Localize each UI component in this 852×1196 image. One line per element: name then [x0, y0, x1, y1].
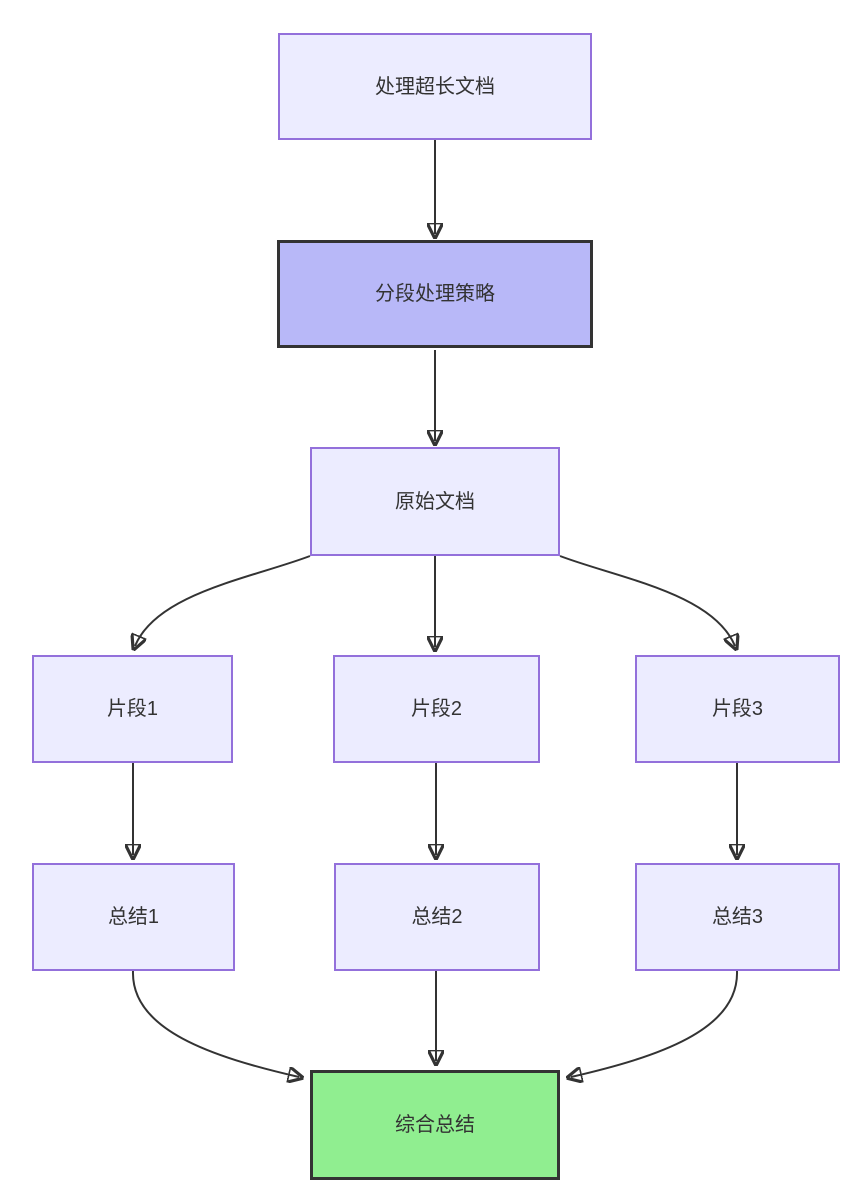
node-segment-1: 片段1	[32, 655, 233, 763]
edge-summary1-to-final	[131, 970, 299, 1077]
node-summary-3-label: 总结3	[711, 906, 764, 928]
node-original-document: 原始文档	[310, 447, 560, 556]
node-summary-2: 总结2	[334, 863, 540, 971]
node-segment-3: 片段3	[635, 655, 840, 763]
node-segmentation-strategy: 分段处理策略	[277, 240, 593, 348]
node-process-long-document-label: 处理超长文档	[375, 75, 495, 98]
node-segment-2-label: 片段2	[410, 698, 463, 720]
node-process-long-document: 处理超长文档	[278, 33, 592, 140]
node-segmentation-strategy-label: 分段处理策略	[375, 283, 495, 305]
edge-doc-to-segment3	[559, 555, 735, 646]
node-original-document-label: 原始文档	[395, 490, 475, 513]
node-segment-3-label: 片段3	[711, 698, 764, 720]
node-final-summary: 综合总结	[310, 1070, 560, 1180]
node-final-summary-label: 综合总结	[395, 1114, 475, 1136]
node-segment-2: 片段2	[333, 655, 540, 763]
node-summary-2-label: 总结2	[411, 906, 463, 928]
node-summary-3: 总结3	[635, 863, 840, 971]
node-summary-1: 总结1	[32, 863, 235, 971]
node-summary-1-label: 总结1	[107, 906, 160, 928]
edge-doc-to-segment1	[135, 555, 311, 646]
edge-summary3-to-final	[571, 970, 739, 1077]
node-segment-1-label: 片段1	[106, 698, 159, 720]
